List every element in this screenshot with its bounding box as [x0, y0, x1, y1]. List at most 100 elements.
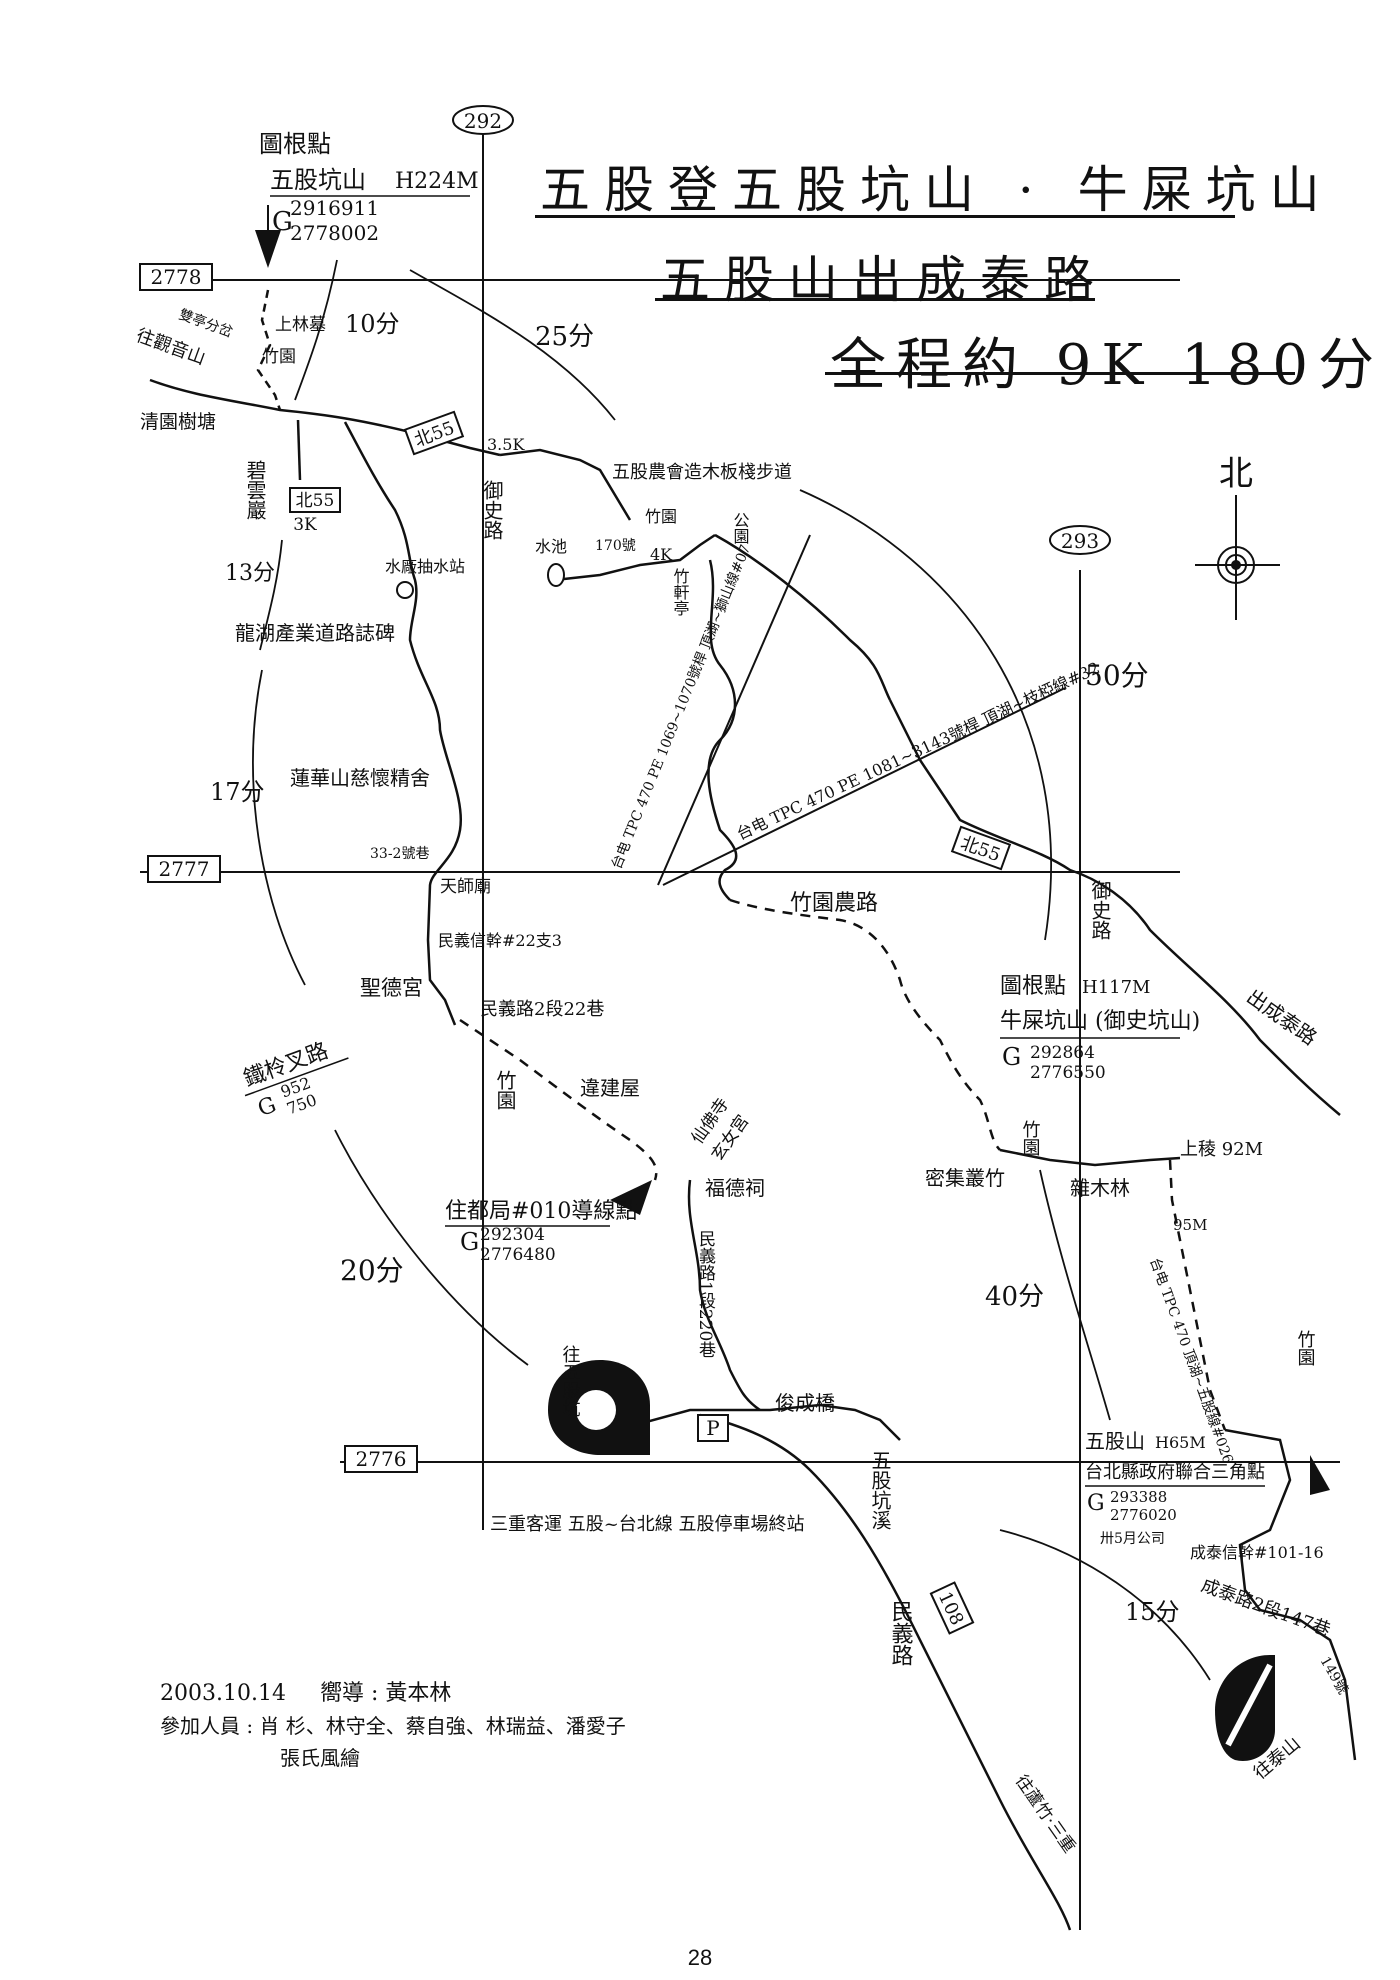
- label-biyan: 碧雲巖: [243, 460, 267, 520]
- arrow-25: [409, 269, 616, 421]
- pump-station-icon: [396, 581, 414, 599]
- summit-niushi-g: G: [1002, 1043, 1021, 1071]
- label-chengtai-road: 出成泰路: [1242, 984, 1321, 1050]
- arrow-40: [1039, 1169, 1111, 1421]
- label-to-guanyin: 往觀音山: [133, 325, 208, 369]
- wugushan-triangle: [1310, 1455, 1330, 1495]
- title-line-3: 全程約 9K 180分: [830, 333, 1384, 398]
- label-twin-temple: 雙亭分岔: [177, 306, 235, 341]
- summit-niushi-name: 牛屎坑山 (御史坑山): [1000, 1009, 1200, 1034]
- summit-wugu-height: H224M: [395, 169, 479, 194]
- credits: 2003.10.14 嚮導 : 黃本林 參加人員 : 肖 杉、林守全、蔡自強、林…: [160, 1681, 626, 1770]
- label-miscforest: 雜木林: [1070, 1176, 1130, 1200]
- northing-2776-box: [344, 1445, 418, 1473]
- easting-292: 292: [464, 109, 502, 133]
- trail-wugushan-south: [1224, 1428, 1292, 1611]
- credits-guide: 嚮導 : 黃本林: [320, 1681, 451, 1706]
- summit-niushi-coord1: 292864: [1030, 1043, 1095, 1063]
- trail-west-dashed: [459, 1018, 658, 1181]
- summit-niushi-label: 圖根點: [1000, 974, 1066, 999]
- label-junchengqiao: 俊成橋: [775, 1391, 835, 1415]
- summit-wugu-name: 五股坑山: [270, 166, 366, 194]
- trail-bei55-west: [149, 378, 501, 457]
- arrow-10: [294, 259, 338, 401]
- label-upper-peak: 上稜 92M: [1180, 1139, 1263, 1160]
- summit-wugu-info: 圖根點 五股坑山 H224M G 2916911 2778002: [259, 130, 479, 245]
- parking-box: [697, 1414, 729, 1442]
- label-to-luzhou: 往蘆竹·三重: [1011, 1771, 1079, 1857]
- label-k35: 3.5K: [487, 435, 525, 454]
- zhudu-triangle: [610, 1180, 652, 1215]
- summit-niushi-coord2: 2776550: [1030, 1063, 1106, 1083]
- wugushan-desc: 台北縣政府聯合三角點: [1085, 1462, 1265, 1483]
- label-n149: 149號: [1317, 1654, 1351, 1697]
- trail-r108: [699, 1413, 1072, 1931]
- time-labels: 10分 25分 13分 17分 20分 50分 40分 15分: [210, 310, 1180, 1626]
- trail-south-to-junction: [707, 559, 738, 901]
- wugushan-g: G: [1087, 1491, 1105, 1516]
- label-bamboo-g: 竹園: [645, 507, 677, 526]
- title-underline-1: [535, 215, 1235, 218]
- pond-icon: [547, 563, 565, 587]
- northing-2778-box: [139, 263, 213, 291]
- label-bus-stop: 三重客運 五股~台北線 五股停車場終站: [490, 1514, 805, 1535]
- label-chengtai-xin: 成泰信幹#101-16: [1190, 1543, 1324, 1562]
- parking-label: P: [706, 1416, 719, 1440]
- r108-box: [929, 1581, 975, 1635]
- label-n170: 170號: [595, 538, 636, 554]
- tiechao-g: G: [255, 1093, 280, 1123]
- bei55-3k: 3K: [293, 515, 317, 535]
- northing-2778: 2778: [151, 265, 202, 289]
- bei55-b-box: [289, 487, 341, 513]
- point-markers: P: [255, 205, 1330, 1495]
- summit-niushi-height: H117M: [1082, 977, 1150, 998]
- wugushan-coord2: 2776020: [1110, 1506, 1177, 1524]
- bei55-c-box: [950, 825, 1012, 871]
- summit-wugu-g: G: [272, 207, 293, 237]
- label-bamboo-top: 竹園: [262, 347, 296, 367]
- zhudu-coord1: 292304: [480, 1225, 545, 1245]
- northing-2776: 2776: [356, 1447, 407, 1471]
- northing-2777: 2777: [159, 857, 210, 881]
- arrow-17: [252, 669, 306, 986]
- trail-bamboo-farm-road: [729, 898, 1001, 1151]
- trail-bamboo-east: [714, 533, 892, 701]
- trail-chengtai: [1259, 1608, 1357, 1761]
- zhudu-label: 住都局#010導線點: [445, 1199, 637, 1224]
- trail-main-south: [343, 421, 463, 1026]
- arrow-15: [999, 1529, 1211, 1681]
- zhudu-info: 住都局#010導線點 G 292304 2776480: [445, 1199, 637, 1265]
- power-lines: [657, 534, 1066, 886]
- label-wugu-creek: 五股坑溪: [868, 1450, 892, 1530]
- page-number: 28: [687, 1945, 713, 1970]
- summit-triangle: [255, 230, 281, 268]
- trail-pond-road: [554, 533, 716, 582]
- time-10: 10分: [345, 310, 400, 338]
- label-shack: 違建屋: [580, 1076, 640, 1100]
- label-yushi-road2: 御史路: [1088, 880, 1112, 940]
- label-forest-grave: 上林墓: [275, 315, 326, 335]
- power-line-2: [662, 687, 1066, 886]
- label-lotus: 蓮華山慈懷精舍: [290, 766, 430, 790]
- trail-minyi-1: [687, 1179, 761, 1412]
- time-13: 13分: [225, 561, 275, 586]
- label-qingyuan: 清園樹塘: [140, 411, 216, 433]
- label-chengtai-147: 成泰路2段147巷: [1198, 1575, 1333, 1641]
- label-to-wugukeng: 往五股坑: [560, 1345, 581, 1417]
- grid-labels: 292 293 2778 2777 2776: [139, 105, 1111, 1473]
- label-longhu: 龍湖產業道路誌碑: [235, 621, 395, 645]
- trail-network: [149, 289, 1357, 1931]
- label-bamboo-yuan: 竹園: [1020, 1120, 1041, 1156]
- trail-ridge-to-summit: [999, 1148, 1181, 1167]
- credits-date: 2003.10.14: [160, 1681, 286, 1706]
- time-25: 25分: [535, 322, 594, 352]
- label-park: 公園: [731, 512, 750, 544]
- time-50: 50分: [1085, 659, 1149, 692]
- label-shengde: 聖德宮: [360, 976, 423, 1000]
- label-pump: 水廠抽水站: [385, 557, 465, 576]
- summit-wugu-coord2: 2778002: [290, 221, 379, 245]
- label-minyi-1: 民義路1段220巷: [695, 1230, 716, 1358]
- trail-summit-down: [256, 289, 282, 411]
- easting-293-circle: [1049, 525, 1111, 555]
